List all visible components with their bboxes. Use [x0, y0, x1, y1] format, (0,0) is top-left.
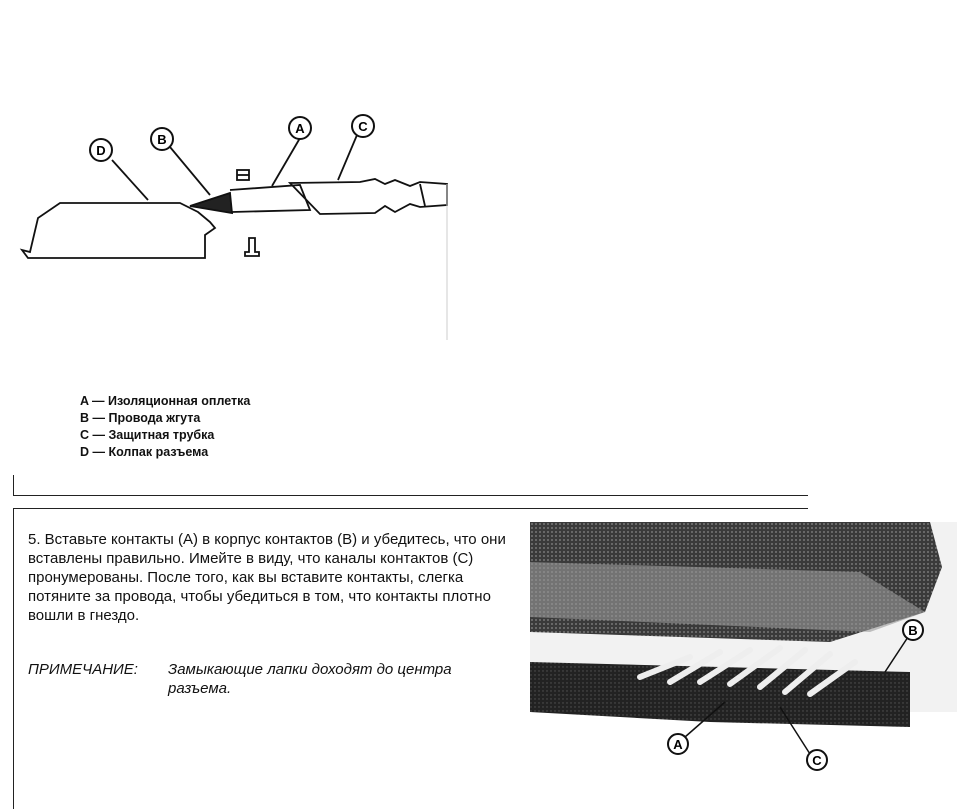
svg-text:A: A [295, 121, 305, 136]
harness-wires [189, 191, 234, 215]
callout-d: D [89, 138, 113, 162]
insulation-braid [229, 184, 312, 213]
connector-photo: A B C [530, 522, 957, 771]
photo-callout-c: C [806, 749, 828, 771]
section-divider-top [13, 475, 808, 496]
svg-text:A: A [673, 737, 683, 752]
contact-housing-bottom [530, 662, 910, 727]
svg-text:B: B [908, 623, 917, 638]
callout-a: A [288, 116, 312, 140]
photo-callout-a: A [667, 733, 689, 755]
diagram-legend: A — Изоляционная оплетка B — Провода жгу… [80, 393, 250, 461]
svg-text:C: C [812, 753, 822, 768]
instruction-step-5: 5. Вставьте контакты (A) в корпус контак… [28, 531, 506, 624]
contact-housing-light [530, 562, 925, 632]
legend-item-c: C — Защитная трубка [80, 428, 215, 442]
callout-c: C [351, 114, 375, 138]
connector-cap [19, 202, 217, 259]
note-label: ПРИМЕЧАНИЕ: [28, 661, 138, 678]
svg-text:B: B [157, 132, 166, 147]
svg-text:D: D [96, 143, 105, 158]
svg-text:C: C [358, 119, 368, 134]
note-text: Замыкающие лапки доходят до центра разъе… [168, 661, 452, 697]
legend-item-b: B — Провода жгута [80, 411, 201, 425]
connector-assembly-diagram: D B A C [19, 114, 448, 340]
legend-item-d: D — Колпак разъема [80, 445, 209, 459]
contacts-group [637, 645, 858, 697]
callout-b: B [150, 127, 174, 151]
terminal-pin [244, 237, 260, 257]
legend-item-a: A — Изоляционная оплетка [80, 394, 251, 408]
photo-callout-b: B [902, 619, 924, 641]
section-divider-bottom [13, 508, 808, 809]
